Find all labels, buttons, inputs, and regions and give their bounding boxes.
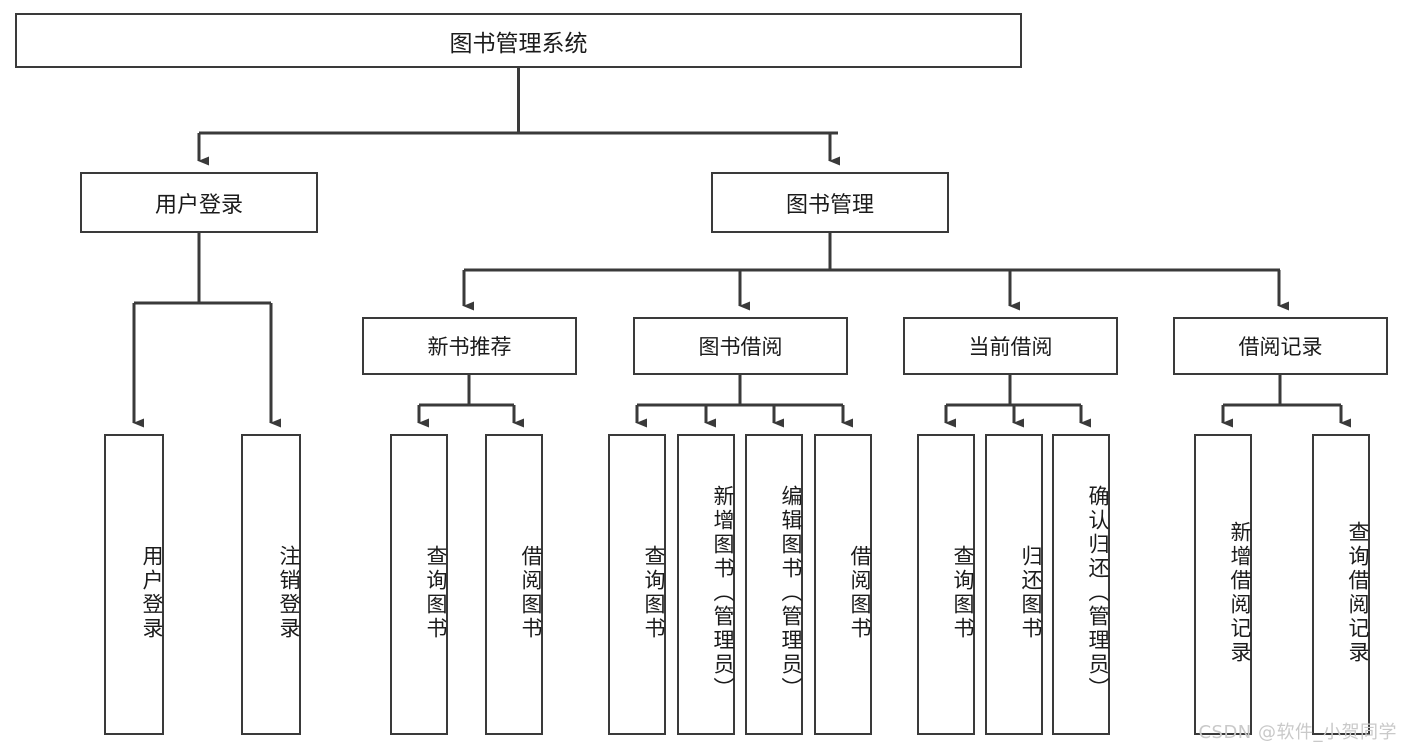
node-leaf-查询图书[interactable]: 查询图书 [390, 434, 448, 735]
node-level2-label: 借阅记录 [1238, 335, 1323, 359]
node-leaf-label: 查询图书 [424, 544, 448, 641]
node-root[interactable]: 图书管理系统 [15, 13, 1022, 68]
node-leaf-label: 归还图书 [1019, 544, 1043, 641]
node-leaf-编辑图书管理员[interactable]: 编辑图书（管理员） [745, 434, 803, 735]
node-level1-图书管理[interactable]: 图书管理 [711, 172, 949, 233]
node-level2-借阅记录[interactable]: 借阅记录 [1173, 317, 1388, 375]
node-level2-label: 当前借阅 [968, 335, 1053, 359]
node-level2-当前借阅[interactable]: 当前借阅 [903, 317, 1118, 375]
node-leaf-注销登录[interactable]: 注销登录 [241, 434, 301, 735]
node-level1-label: 图书管理 [785, 192, 874, 218]
node-leaf-用户登录[interactable]: 用户登录 [104, 434, 164, 735]
node-leaf-借阅图书[interactable]: 借阅图书 [814, 434, 872, 735]
node-leaf-label: 新增借阅记录 [1228, 520, 1252, 665]
node-leaf-确认归还管理员[interactable]: 确认归还（管理员） [1052, 434, 1110, 735]
node-leaf-label: 查询借阅记录 [1346, 520, 1370, 665]
node-leaf-查询图书[interactable]: 查询图书 [917, 434, 975, 735]
node-leaf-查询借阅记录[interactable]: 查询借阅记录 [1312, 434, 1370, 735]
node-level1-用户登录[interactable]: 用户登录 [80, 172, 318, 233]
node-leaf-label: 确认归还（管理员） [1086, 484, 1110, 701]
node-root-label: 图书管理系统 [449, 30, 588, 57]
node-leaf-借阅图书[interactable]: 借阅图书 [485, 434, 543, 735]
node-leaf-label: 新增图书（管理员） [711, 484, 735, 701]
node-leaf-label: 查询图书 [642, 544, 666, 641]
node-level1-label: 用户登录 [154, 192, 243, 218]
node-level2-图书借阅[interactable]: 图书借阅 [633, 317, 848, 375]
node-level2-label: 图书借阅 [698, 335, 783, 359]
node-level2-新书推荐[interactable]: 新书推荐 [362, 317, 577, 375]
node-leaf-label: 借阅图书 [519, 544, 543, 641]
node-leaf-新增图书管理员[interactable]: 新增图书（管理员） [677, 434, 735, 735]
node-leaf-label: 编辑图书（管理员） [779, 484, 803, 701]
node-level2-label: 新书推荐 [427, 335, 512, 359]
node-leaf-新增借阅记录[interactable]: 新增借阅记录 [1194, 434, 1252, 735]
node-leaf-归还图书[interactable]: 归还图书 [985, 434, 1043, 735]
node-leaf-label: 查询图书 [951, 544, 975, 641]
node-leaf-label: 用户登录 [140, 544, 164, 641]
node-leaf-label: 借阅图书 [848, 544, 872, 641]
node-leaf-label: 注销登录 [277, 544, 301, 641]
node-leaf-查询图书[interactable]: 查询图书 [608, 434, 666, 735]
